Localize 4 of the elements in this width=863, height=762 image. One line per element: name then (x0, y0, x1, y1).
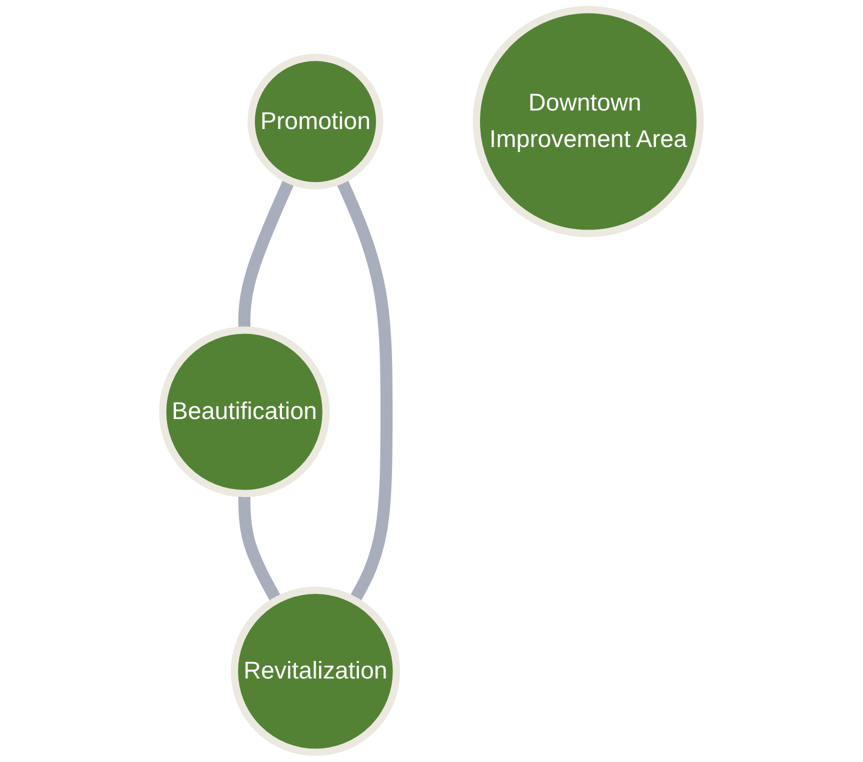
node-circle: Revitalization (230, 586, 400, 756)
node-circle: Downtown Improvement Area (472, 6, 704, 238)
node-circle: Promotion (248, 54, 384, 190)
node-circle: Beautification (159, 326, 330, 498)
